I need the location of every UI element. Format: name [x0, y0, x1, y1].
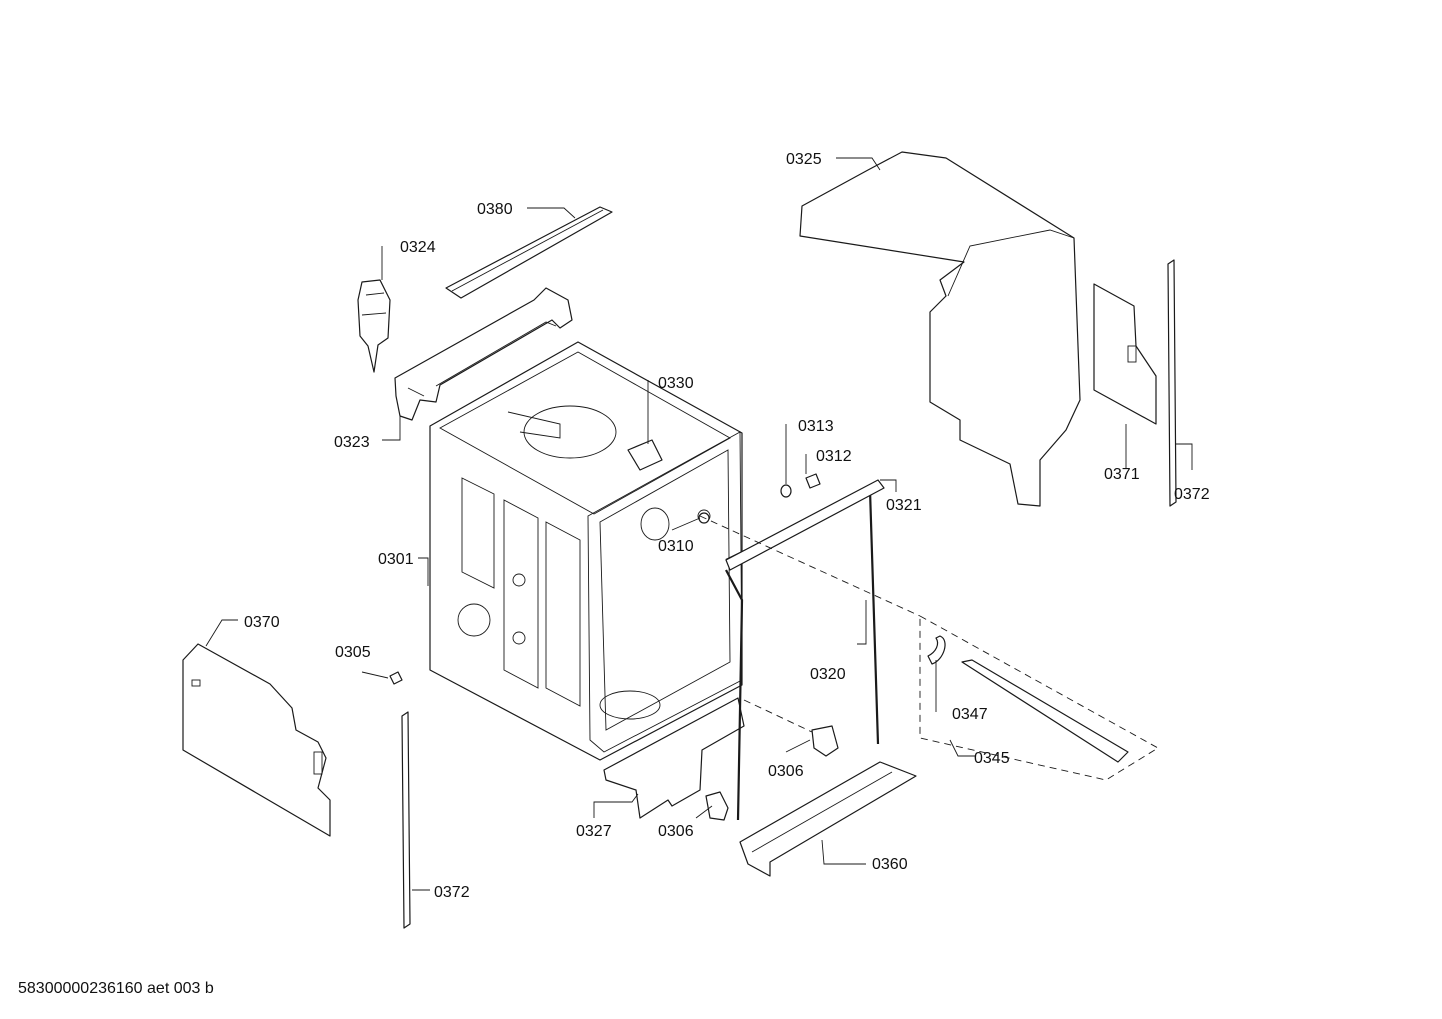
- label-0313: 0313: [798, 418, 834, 435]
- part-0370-side-panel: [182, 643, 331, 837]
- part-0323-top-bracket: [394, 287, 573, 421]
- label-0306-lower: 0306: [658, 823, 694, 840]
- part-0312-screw: [805, 473, 821, 489]
- part-0380-top-strip: [445, 206, 613, 299]
- footer-document-code: 58300000236160 aet 003 b: [18, 980, 214, 997]
- label-0380: 0380: [477, 201, 513, 218]
- label-0345: 0345: [974, 750, 1010, 767]
- label-0347: 0347: [952, 706, 988, 723]
- label-0372-upper: 0372: [1174, 486, 1210, 503]
- part-0325-shroud: [799, 151, 1081, 507]
- part-0327-plinth: [603, 697, 745, 819]
- label-0312: 0312: [816, 448, 852, 465]
- label-0306-upper: 0306: [768, 763, 804, 780]
- label-0321: 0321: [886, 497, 922, 514]
- part-0360-lower-rail: [739, 761, 917, 877]
- label-0370: 0370: [244, 614, 280, 631]
- label-0305: 0305: [335, 644, 371, 661]
- part-0306-clip-lower: [705, 791, 729, 821]
- part-0321-top-seal: [725, 479, 885, 571]
- label-0320: 0320: [810, 666, 846, 683]
- label-0323: 0323: [334, 434, 370, 451]
- part-0371-rear-panel: [1093, 283, 1157, 425]
- label-0360: 0360: [872, 856, 908, 873]
- label-0324: 0324: [400, 239, 436, 256]
- label-0371: 0371: [1104, 466, 1140, 483]
- part-0313-washer: [780, 484, 792, 498]
- part-0372-lower-strip: [401, 711, 411, 929]
- part-0305-clip: [389, 671, 403, 685]
- part-0306-clip-upper: [811, 725, 839, 757]
- part-0324-hinge-pin: [357, 279, 391, 373]
- label-0310: 0310: [658, 538, 694, 555]
- label-0325: 0325: [786, 151, 822, 168]
- part-0372-upper-strip: [1167, 259, 1177, 507]
- label-0330: 0330: [658, 375, 694, 392]
- label-0372-lower: 0372: [434, 884, 470, 901]
- leader-lines: [205, 157, 1193, 891]
- assembly-guide-line: [699, 515, 921, 617]
- part-0345-assembly: [919, 615, 1159, 781]
- label-0327: 0327: [576, 823, 612, 840]
- label-0301: 0301: [378, 551, 414, 568]
- part-0301-tub-body: [429, 341, 743, 761]
- assembly-guide-line-lower: [743, 699, 813, 733]
